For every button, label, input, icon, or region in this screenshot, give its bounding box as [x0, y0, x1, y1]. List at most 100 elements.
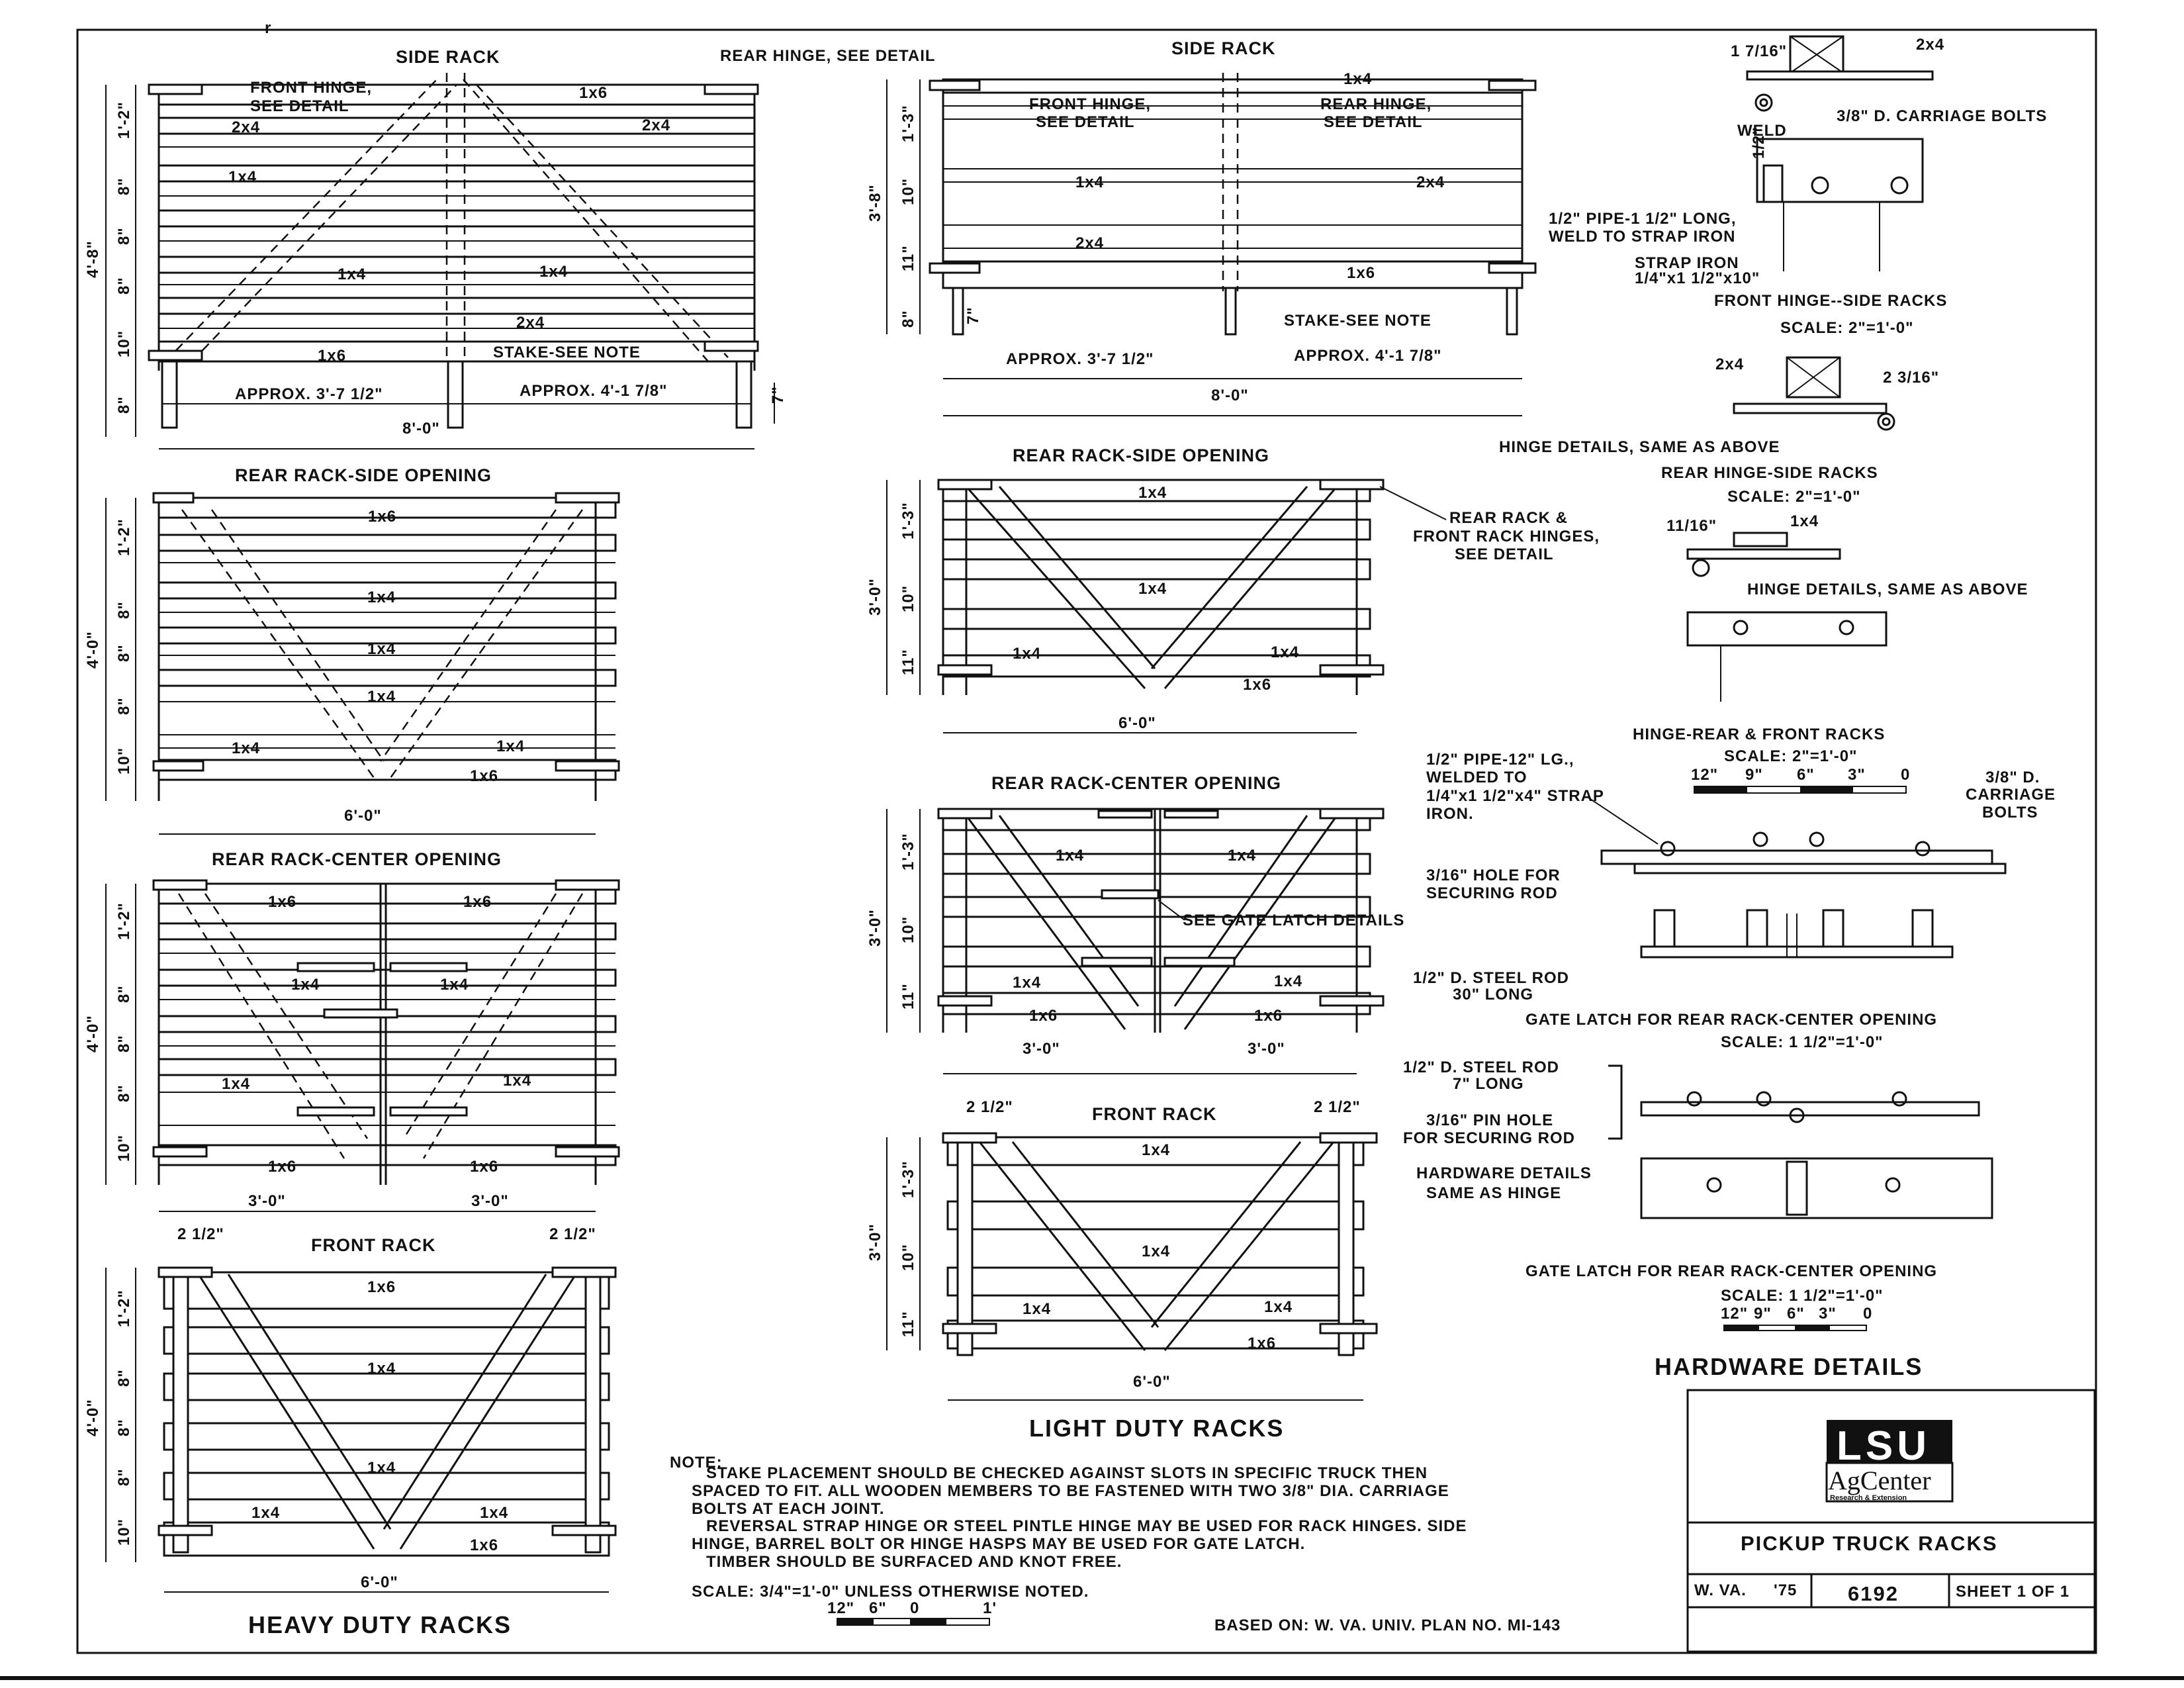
title-block-sheet: SHEET 1 OF 1: [1956, 1583, 2070, 1601]
heavy-side-2x4-mid: 2x4: [516, 314, 545, 332]
notes-line-6: TIMBER SHOULD BE SURFACED AND KNOT FREE.: [706, 1553, 1122, 1571]
heavy-side-height: 4'-8": [84, 240, 102, 278]
light-side-overall: 8'-0": [1211, 387, 1249, 404]
hw-latch2-bar-2: 6": [1787, 1305, 1805, 1323]
light-side-rack: SIDE RACK 1x4 FRONT HINGE, SEE DETAIL RE…: [866, 38, 1537, 416]
hw-latch2-bar-0: 12": [1721, 1305, 1748, 1323]
light-rear-center-latch-note: SEE GATE LATCH DETAILS: [1183, 912, 1404, 929]
hw-rear-hinge-2x4: 2x4: [1715, 355, 1744, 373]
light-front-1x4-top: 1x4: [1142, 1141, 1170, 1159]
heavy-side-dim-5: 10": [115, 330, 133, 357]
lsu-agcenter-logo: LSU AgCenter Research & Extension: [1825, 1420, 1954, 1503]
heavy-side-1x6-bottom: 1x6: [318, 347, 346, 365]
light-side-dim-4: 8": [899, 310, 917, 328]
heavy-side-rack: SIDE RACK FRONT HINGE, SEE: [84, 47, 935, 449]
hw-latch1-hole2: SECURING ROD: [1426, 884, 1558, 902]
hw-front-hinge-strap2: 1/4"x1 1/2"x10": [1635, 269, 1760, 287]
light-side-rear-see: SEE DETAIL: [1324, 113, 1423, 131]
light-rear-center-1x6-l: 1x6: [1029, 1007, 1058, 1025]
heavy-side-dim-2: 8": [115, 177, 133, 195]
heavy-side-1x4-c: 1x4: [539, 263, 568, 281]
heavy-rear-center-1x6-br: 1x6: [470, 1158, 498, 1176]
hw-front-hinge-carriage: 3/8" D. CARRIAGE BOLTS: [1837, 107, 2047, 125]
heavy-front-1x4-b: 1x4: [367, 1459, 396, 1477]
heavy-rear-side-dim-2: 8": [115, 601, 133, 619]
notes-line-4: REVERSAL STRAP HINGE OR STEEL PINTLE HIN…: [706, 1517, 1467, 1535]
logo-research: Research & Extension: [1830, 1494, 1907, 1502]
hw-front-hinge-half: 1/2": [1750, 126, 1768, 159]
heavy-side-1x4-b: 1x4: [338, 265, 366, 283]
light-side-height: 3'-8": [866, 184, 884, 222]
heavy-rear-center-1x6-bl: 1x6: [268, 1158, 296, 1176]
hw-front-hinge-pipe1: 1/2" PIPE-1 1/2" LONG,: [1549, 210, 1737, 228]
light-rear-side-1x4-mid: 1x4: [1138, 580, 1167, 598]
light-rear-side-dim-3: 11": [899, 649, 917, 675]
hw-latch1-hole1: 3/16" HOLE FOR: [1426, 867, 1561, 884]
hw-latch2-rod1: 1/2" D. STEEL ROD: [1403, 1058, 1559, 1076]
notes: NOTE: STAKE PLACEMENT SHOULD BE CHECKED …: [670, 1454, 1561, 1634]
heavy-front-dim-3: 8": [115, 1419, 133, 1436]
heavy-rear-side-width: 6'-0": [344, 807, 382, 825]
heavy-front-title: FRONT RACK: [311, 1235, 435, 1255]
heavy-rear-side-title: REAR RACK-SIDE OPENING: [235, 465, 492, 485]
heavy-front-1x4-d: 1x4: [480, 1504, 508, 1522]
heavy-front-inset-right: 2 1/2": [549, 1225, 596, 1243]
hw-latch1-pipe4: IRON.: [1426, 805, 1474, 823]
heavy-side-rack-title: SIDE RACK: [396, 47, 500, 67]
heavy-side-approx-left: APPROX. 3'-7 1/2": [235, 385, 383, 403]
light-rear-center-1x4-bl: 1x4: [1013, 974, 1041, 992]
heavy-front-1x6-bottom: 1x6: [470, 1536, 498, 1554]
light-rear-side-dim-2: 10": [899, 585, 917, 612]
hw-rear-hinge-scale: SCALE: 2"=1'-0": [1727, 488, 1861, 506]
light-rear-center-1x4-l: 1x4: [1056, 847, 1084, 865]
light-rear-side-height: 3'-0": [866, 578, 884, 616]
heavy-front-rack: FRONT RACK 2 1/2" 2 1/2" 1x6 1x4 1x4 1x4…: [84, 1225, 617, 1593]
light-rear-center-dim-3: 11": [899, 983, 917, 1009]
light-front-height: 3'-0": [866, 1223, 884, 1261]
light-rear-side-1x4-l: 1x4: [1013, 645, 1041, 663]
heavy-rear-side-1x4-e: 1x4: [496, 737, 525, 755]
light-side-dim-2: 10": [899, 178, 917, 205]
title-block-year: '75: [1774, 1581, 1797, 1599]
hw-rear-hinge: 2x4 2 3/16" HINGE DETAILS, SAME AS ABOVE…: [1499, 355, 1938, 506]
heavy-front-1x6-top: 1x6: [367, 1278, 396, 1296]
hw-latch1-bolts2: CARRIAGE: [1966, 786, 2056, 804]
notes-line-3: BOLTS AT EACH JOINT.: [692, 1500, 885, 1518]
notes-line-2: SPACED TO FIT. ALL WOODEN MEMBERS TO BE …: [692, 1482, 1449, 1500]
hw-front-hinge-strap1: STRAP IRON: [1635, 254, 1739, 272]
heavy-rear-side-dim-3: 8": [115, 644, 133, 662]
heavy-rear-center-opening: REAR RACK-CENTER OPENING 1x6 1x6 1x4 1x4: [84, 849, 620, 1212]
heavy-side-1x6-top: 1x6: [579, 84, 608, 102]
light-side-front-hinge: FRONT HINGE,: [1029, 95, 1151, 113]
light-side-rear-hinge: REAR HINGE,: [1320, 95, 1432, 113]
hw-latch2-bar-4: 0: [1863, 1305, 1872, 1323]
light-side-dim-3: 11": [899, 245, 917, 271]
light-rear-center-dim-2: 10": [899, 916, 917, 943]
heavy-rear-center-half-right: 3'-0": [471, 1192, 509, 1210]
notes-based-on: BASED ON: W. VA. UNIV. PLAN NO. MI-143: [1214, 1617, 1561, 1634]
light-side-2x4-left: 2x4: [1075, 234, 1104, 252]
light-rear-side-1x4-r: 1x4: [1271, 643, 1299, 661]
light-rear-side-1x6: 1x6: [1243, 676, 1271, 694]
light-front-1x4-r: 1x4: [1264, 1298, 1293, 1316]
light-rear-side-note-3: SEE DETAIL: [1455, 545, 1554, 563]
light-rear-center-height: 3'-0": [866, 909, 884, 947]
heavy-rear-center-1x6-tr: 1x6: [463, 893, 492, 911]
light-rear-center-1x4-r: 1x4: [1228, 847, 1256, 865]
heavy-side-dim-1: 1'-2": [115, 101, 133, 139]
light-front-rack: FRONT RACK 2 1/2" 2 1/2" 1x4 1x4 1x4 1x4…: [866, 1098, 1378, 1401]
hw-front-hinge-t1: 1 7/16": [1731, 42, 1787, 60]
heavy-rear-side-1x4-d: 1x4: [232, 739, 260, 757]
hw-rack-hinge-bar-4: 0: [1901, 766, 1910, 784]
heavy-front-inset-left: 2 1/2": [177, 1225, 224, 1243]
hw-front-hinge-pipe2: WELD TO STRAP IRON: [1549, 228, 1735, 246]
heavy-side-dim-6: 8": [115, 396, 133, 414]
hw-rack-hinge: 11/16" 1x4 HINGE DETAILS, SAME AS ABOVE …: [1633, 512, 2027, 794]
heavy-side-2x4-left: 2x4: [232, 118, 260, 136]
hw-latch1-scale: SCALE: 1 1/2"=1'-0": [1721, 1033, 1884, 1051]
light-rear-side-opening: REAR RACK-SIDE OPENING 1x4 REAR RACK & F…: [866, 445, 1599, 733]
light-front-1x4-mid: 1x4: [1142, 1243, 1170, 1260]
light-front-inset-r: 2 1/2": [1314, 1098, 1361, 1116]
heavy-front-1x4-c: 1x4: [251, 1504, 280, 1522]
hw-latch2-pin2: FOR SECURING ROD: [1403, 1129, 1575, 1147]
